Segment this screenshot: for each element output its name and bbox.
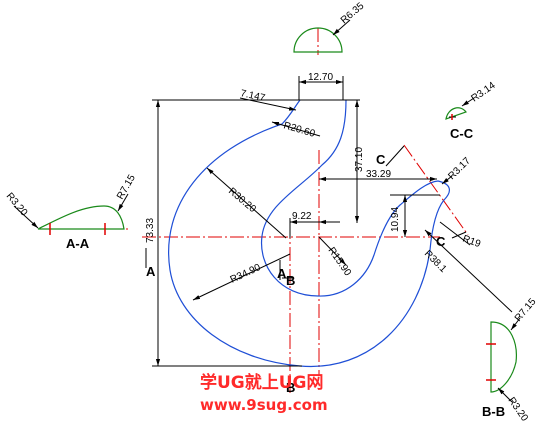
section-marker-b-bottom: B bbox=[286, 380, 295, 395]
section-marker-a-center: A bbox=[277, 266, 287, 281]
section-a-shape bbox=[37, 205, 125, 230]
dim-7-147-label: 7.147 bbox=[239, 88, 266, 104]
dim-r19-label: R19 bbox=[461, 233, 482, 250]
dim-r7-15-right-label: R7.15 bbox=[513, 296, 539, 324]
section-marker-b-top: B bbox=[286, 273, 295, 288]
dim-r20-60-label: R20.60 bbox=[282, 120, 316, 140]
leader-r6-35 bbox=[332, 19, 351, 36]
section-marker-c-top: C bbox=[376, 152, 386, 167]
leader-7-147 bbox=[239, 97, 297, 111]
cut-mark-c-arrow-1 bbox=[385, 145, 405, 167]
dim-r3-14-label: R3.14 bbox=[469, 80, 498, 105]
dim-r3-20-left-label: R3.20 bbox=[4, 191, 30, 219]
leader-r15-90 bbox=[318, 236, 347, 266]
cut-line-c bbox=[403, 144, 469, 236]
dim-r7-15-left-label: R7.15 bbox=[115, 173, 138, 202]
top-section-shape bbox=[293, 27, 343, 53]
dim-37-10-label: 37.10 bbox=[354, 147, 365, 172]
watermark-line-1: 学UG就上UG网 bbox=[200, 372, 324, 393]
section-label-b-b: B-B bbox=[482, 404, 505, 419]
dim-12-70-label: 12.70 bbox=[308, 72, 333, 83]
leader-r30-20 bbox=[206, 167, 287, 239]
section-label-c-c: C-C bbox=[450, 126, 474, 141]
section-marker-c-bottom: C bbox=[436, 234, 446, 249]
dim-r30-20-label: R30.20 bbox=[226, 186, 258, 215]
dim-73-33-label: 73.33 bbox=[145, 218, 156, 243]
dim-r34-90-label: R34.90 bbox=[229, 262, 263, 286]
leader-r3-14 bbox=[461, 97, 475, 107]
leader-r3-17 bbox=[441, 175, 453, 185]
hook-profile bbox=[168, 99, 450, 368]
leader-r19 bbox=[439, 221, 471, 246]
dim-9-22-label: 9.22 bbox=[292, 211, 312, 222]
section-marker-a-left: A bbox=[146, 264, 156, 279]
leader-r38-1 bbox=[424, 229, 513, 313]
dim-r15-90-label: R15.90 bbox=[326, 245, 354, 278]
section-label-a-a: A-A bbox=[66, 236, 90, 251]
leader-r7-15-left bbox=[117, 193, 129, 212]
section-b-shape bbox=[490, 321, 517, 393]
dim-r3-17-label: R3.17 bbox=[446, 155, 473, 182]
watermark-line-2: www.9sug.com bbox=[200, 396, 328, 414]
dim-33-29-label: 33.29 bbox=[366, 169, 391, 180]
dim-r3-20-right-label: R3.20 bbox=[506, 395, 531, 424]
leader-r20-60 bbox=[271, 121, 321, 137]
leader-r3-20-left bbox=[13, 205, 39, 229]
cut-mark-c-arrow-2 bbox=[451, 231, 467, 239]
leader-r3-20-right bbox=[497, 387, 513, 403]
leader-r7-15-right bbox=[510, 317, 521, 331]
section-c-shape bbox=[445, 107, 467, 120]
dim-10-94-label: 10.94 bbox=[390, 207, 401, 232]
leader-r34-90 bbox=[192, 253, 291, 301]
dim-r6-35: R6.35 bbox=[339, 0, 367, 26]
